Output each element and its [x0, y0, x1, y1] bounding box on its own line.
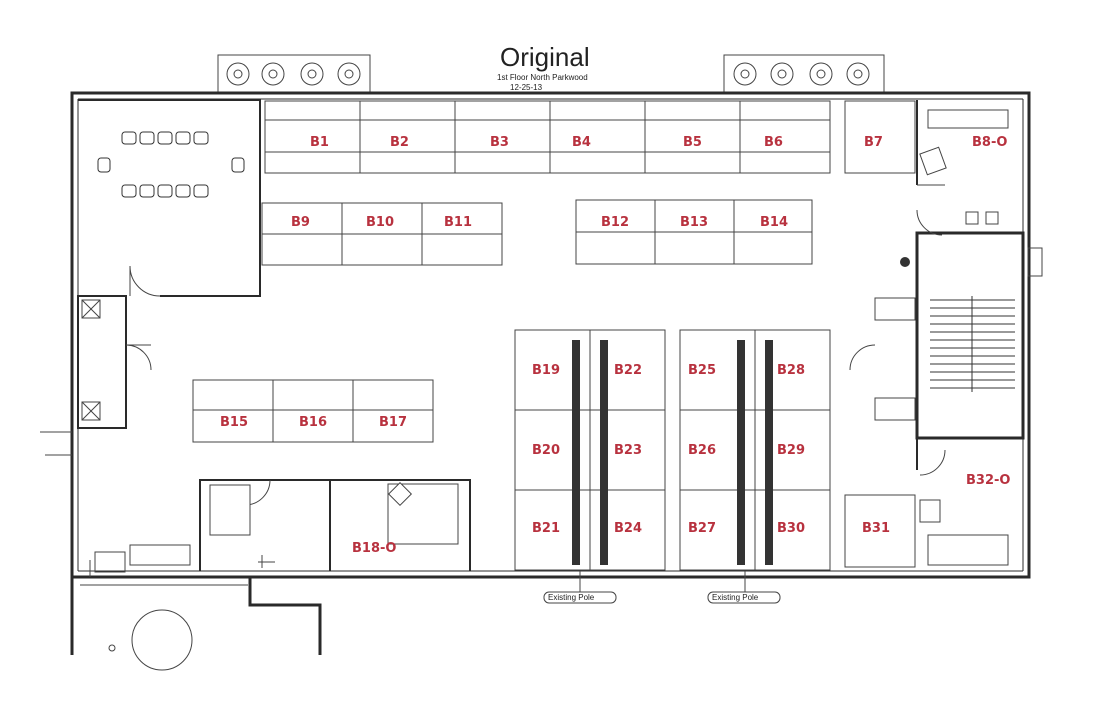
room-label: B21 [532, 521, 560, 536]
room-label: B8-O [972, 135, 1007, 150]
outer-walls [70, 91, 1031, 671]
room-label: B5 [683, 135, 702, 150]
room-label: B20 [532, 443, 560, 458]
room-label: B13 [680, 215, 708, 230]
room-label: B26 [688, 443, 716, 458]
room-label: B18-O [352, 541, 396, 556]
conference-room [78, 99, 261, 297]
room-label: B22 [614, 363, 642, 378]
room-label: B19 [532, 363, 560, 378]
office-b32 [916, 438, 1009, 566]
room-label: B23 [614, 443, 642, 458]
room-label: B9 [291, 215, 310, 230]
room-label: B31 [862, 521, 890, 536]
pole-label-1: Existing Pole [548, 593, 595, 602]
pole-label-2: Existing Pole [712, 593, 759, 602]
room-label: B24 [614, 521, 642, 536]
room-label: B15 [220, 415, 248, 430]
room-label: B7 [864, 135, 883, 150]
room-label: B25 [688, 363, 716, 378]
stair-core [849, 209, 1043, 440]
cubicles-central-grid [514, 329, 916, 571]
room-label: B27 [688, 521, 716, 536]
room-label: B4 [572, 135, 591, 150]
hvac-units-left [217, 54, 371, 94]
room-label: B12 [601, 215, 629, 230]
room-label: B32-O [966, 473, 1010, 488]
workstation-labels: B1 B2 B3 B4 B5 B6 B7 B8-O B9 B10 B11 B12… [220, 135, 1010, 556]
room-label: B16 [299, 415, 327, 430]
plan-date: 12-25-13 [510, 83, 543, 92]
room-label: B10 [366, 215, 394, 230]
room-label: B3 [490, 135, 509, 150]
room-label: B11 [444, 215, 472, 230]
cubicles-second-row [261, 199, 813, 266]
room-label: B1 [310, 135, 329, 150]
pole-callouts: Existing Pole Existing Pole [543, 571, 781, 604]
room-label: B29 [777, 443, 805, 458]
plan-title: Original [500, 42, 590, 72]
room-label: B28 [777, 363, 805, 378]
cubicles-top-row [264, 100, 916, 174]
room-label: B2 [390, 135, 409, 150]
bottom-left-offices [129, 479, 471, 571]
office-b8 [916, 100, 1009, 225]
left-service-rooms [40, 295, 152, 456]
room-label: B17 [379, 415, 407, 430]
cubicles-middle-left [192, 379, 434, 443]
plan-subtitle: 1st Floor North Parkwood [497, 73, 588, 82]
room-label: B30 [777, 521, 805, 536]
room-label: B14 [760, 215, 788, 230]
room-label: B6 [764, 135, 783, 150]
hvac-units-right [723, 54, 885, 94]
